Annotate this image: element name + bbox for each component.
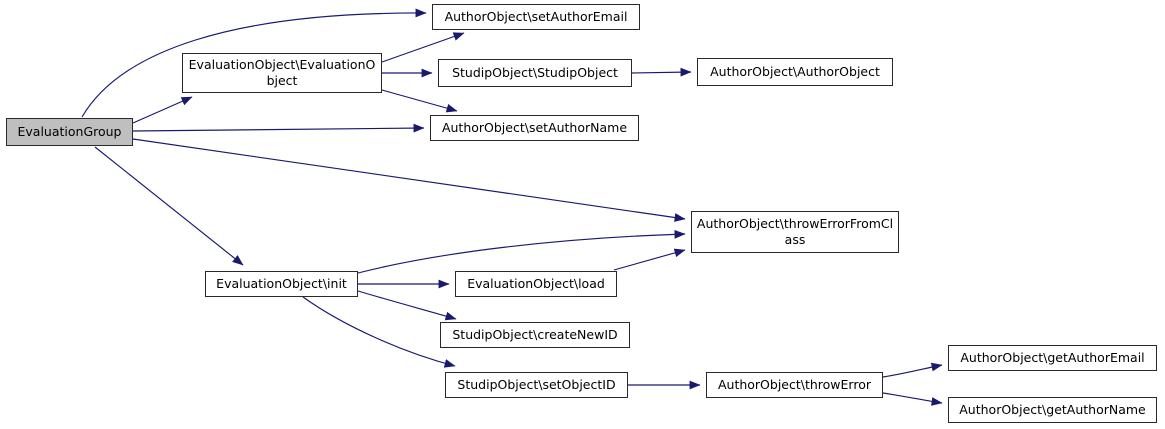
- node-label: AuthorObject\AuthorObject: [710, 64, 880, 79]
- edge-EvaluationGroup-to-AuthorObject-setAuthorEmail: [81, 8, 427, 118]
- node-EvaluationObject-load[interactable]: EvaluationObject\load: [455, 271, 617, 297]
- node-StudipObject-StudipObject[interactable]: StudipObject\StudipObject: [438, 59, 632, 87]
- node-label: EvaluationObject\EvaluationObject: [188, 57, 376, 88]
- edge-EvaluationObject-EvaluationObject-to-AuthorObject-setAuthorName: [381, 89, 458, 113]
- node-label: AuthorObject\throwError: [717, 377, 872, 392]
- node-label: AuthorObject\setAuthorName: [441, 120, 628, 135]
- node-label: EvaluationObject\init: [216, 276, 347, 291]
- node-label: AuthorObject\throwErrorFromClass: [696, 216, 894, 247]
- edge-EvaluationObject-init-to-StudipObject-createNewID: [357, 290, 457, 321]
- node-AuthorObject-AuthorObject[interactable]: AuthorObject\AuthorObject: [697, 58, 893, 86]
- node-AuthorObject-throwErrorFromClass[interactable]: AuthorObject\throwErrorFromClass: [691, 211, 899, 253]
- node-EvaluationObject-EvaluationObject[interactable]: EvaluationObject\EvaluationObject: [182, 53, 382, 93]
- node-label: AuthorObject\getAuthorName: [959, 402, 1146, 417]
- node-AuthorObject-throwError[interactable]: AuthorObject\throwError: [706, 372, 883, 398]
- node-label: AuthorObject\setAuthorEmail: [444, 9, 628, 24]
- edge-EvaluationObject-EvaluationObject-to-AuthorObject-setAuthorEmail: [381, 32, 465, 63]
- edge-EvaluationGroup-to-EvaluationObject-EvaluationObject: [132, 96, 193, 124]
- edge-AuthorObject-throwError-to-AuthorObject-getAuthorEmail: [882, 362, 943, 378]
- edge-EvaluationGroup-to-EvaluationObject-init: [94, 146, 244, 266]
- edge-AuthorObject-throwError-to-AuthorObject-getAuthorName: [882, 392, 943, 406]
- node-label: StudipObject\createNewID: [452, 327, 618, 342]
- node-label: StudipObject\setObjectID: [457, 377, 616, 392]
- node-AuthorObject-setAuthorName[interactable]: AuthorObject\setAuthorName: [430, 115, 639, 141]
- edge-StudipObject-StudipObject-to-AuthorObject-AuthorObject: [631, 67, 692, 77]
- edge-EvaluationGroup-to-AuthorObject-setAuthorName: [132, 123, 425, 133]
- node-AuthorObject-setAuthorEmail[interactable]: AuthorObject\setAuthorEmail: [432, 4, 640, 30]
- node-label: StudipObject\StudipObject: [452, 65, 618, 80]
- node-StudipObject-createNewID[interactable]: StudipObject\createNewID: [440, 322, 630, 348]
- node-label: EvaluationObject\load: [467, 276, 605, 291]
- edge-EvaluationObject-init-to-AuthorObject-throwErrorFromClass: [357, 229, 686, 274]
- edge-EvaluationGroup-to-AuthorObject-throwErrorFromClass: [132, 138, 686, 222]
- edge-EvaluationObject-load-to-AuthorObject-throwErrorFromClass: [613, 248, 686, 271]
- node-label: EvaluationGroup: [17, 124, 122, 139]
- node-label: AuthorObject\getAuthorEmail: [960, 350, 1145, 365]
- edge-EvaluationObject-init-to-StudipObject-setObjectID: [302, 296, 456, 368]
- node-AuthorObject-getAuthorEmail[interactable]: AuthorObject\getAuthorEmail: [948, 345, 1157, 371]
- node-EvaluationGroup: EvaluationGroup: [6, 118, 133, 146]
- node-AuthorObject-getAuthorName[interactable]: AuthorObject\getAuthorName: [948, 397, 1157, 423]
- node-StudipObject-setObjectID[interactable]: StudipObject\setObjectID: [445, 372, 628, 398]
- node-EvaluationObject-init[interactable]: EvaluationObject\init: [205, 271, 358, 297]
